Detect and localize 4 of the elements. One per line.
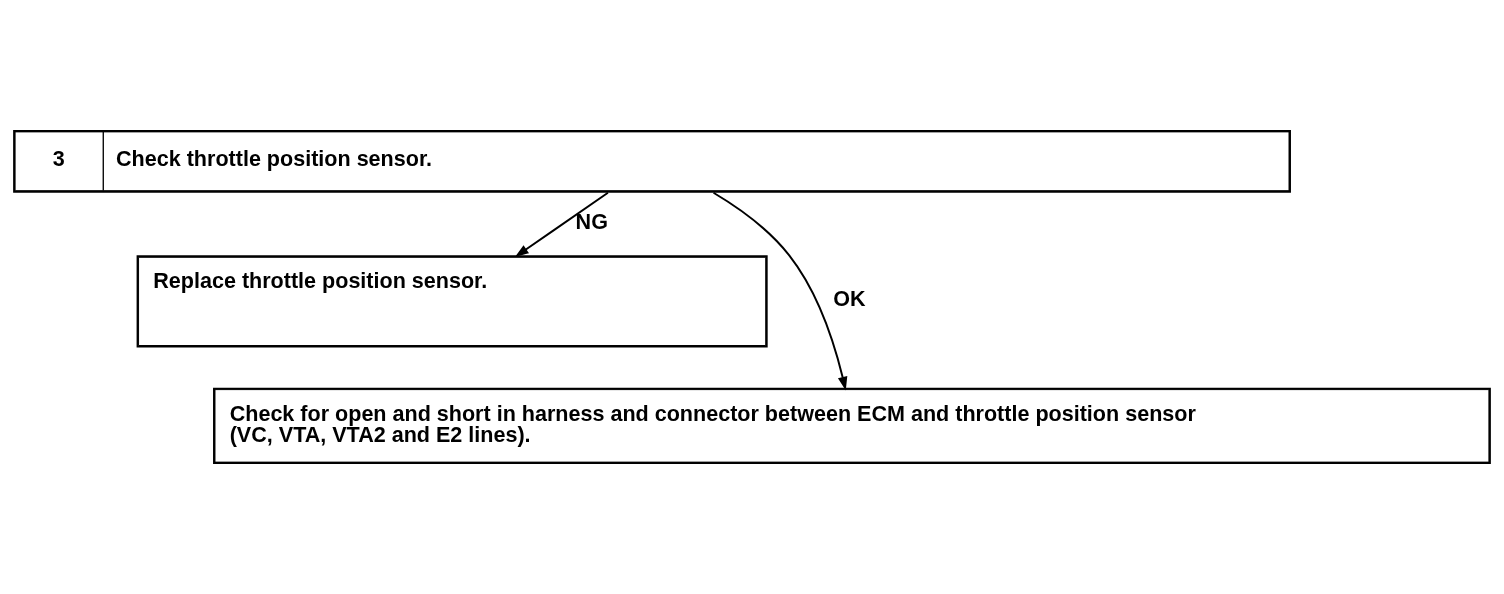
edge-label: NG (575, 208, 608, 234)
arrow (514, 191, 609, 257)
edge-label: OK (833, 285, 866, 311)
arrow (712, 191, 848, 391)
